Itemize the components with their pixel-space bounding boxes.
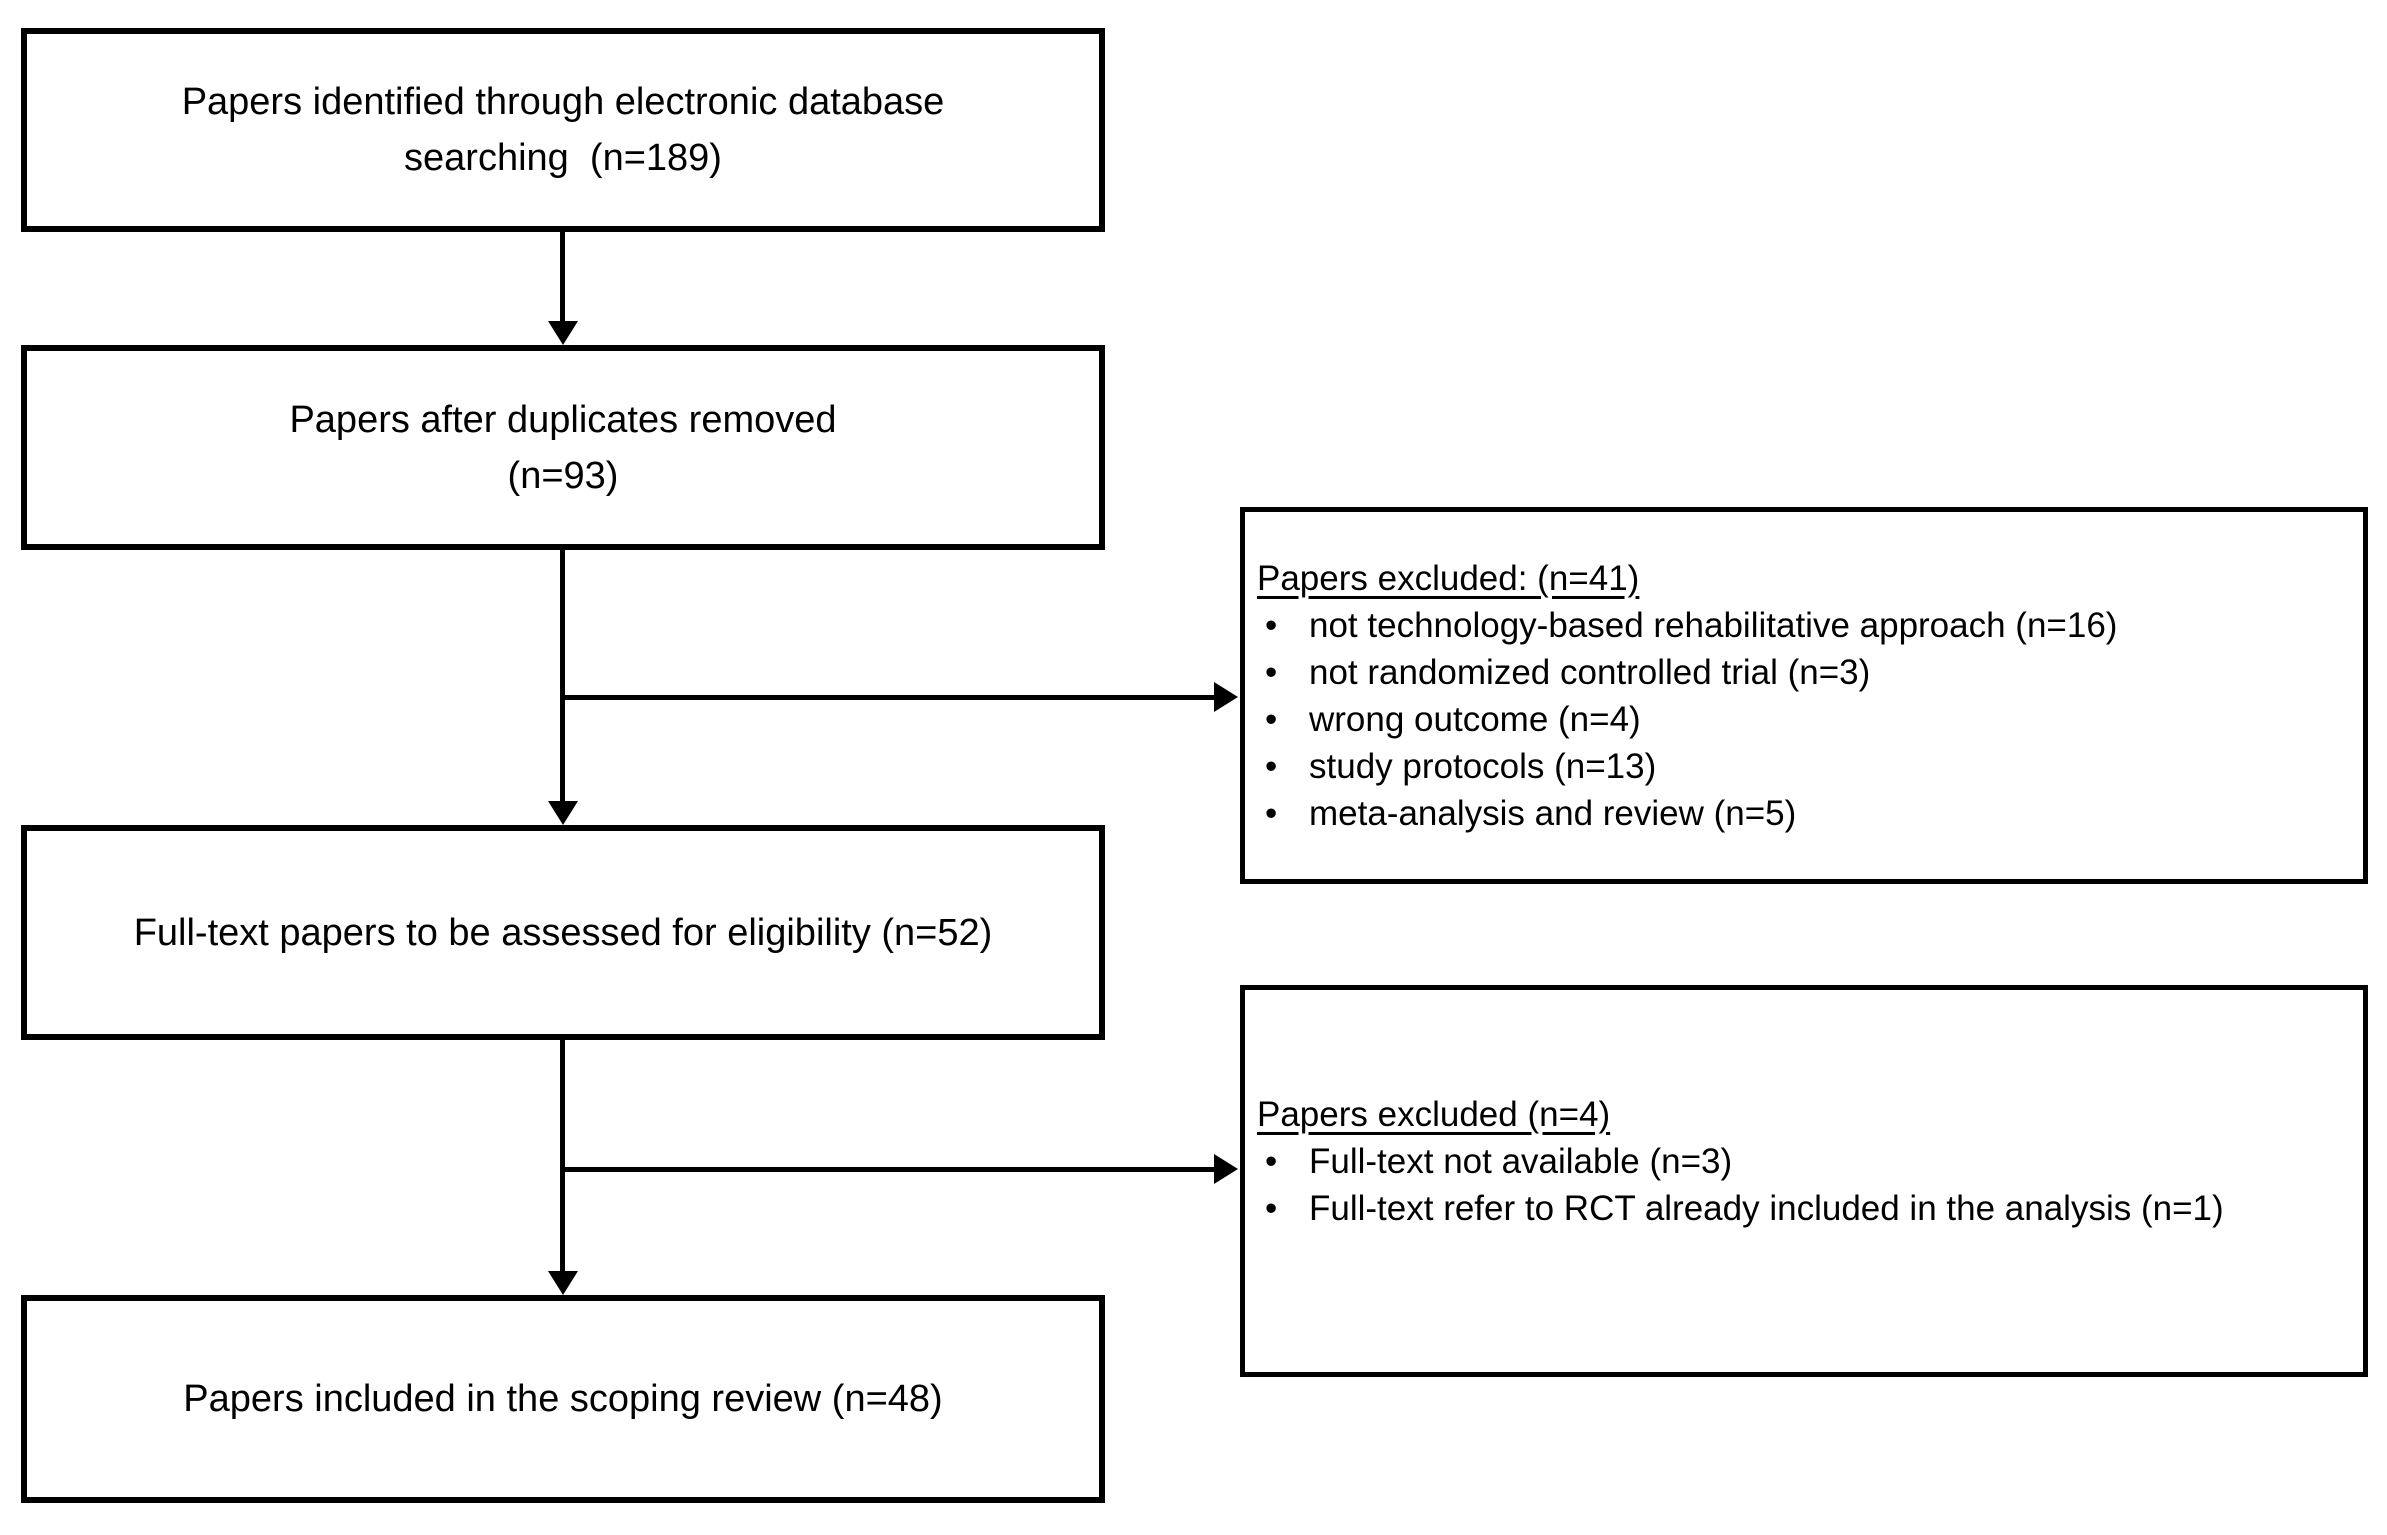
excluded-first-heading: Papers excluded: (n=41)	[1257, 558, 1640, 598]
bullet-item: meta-analysis and review (n=5)	[1257, 790, 2353, 837]
flow-box-excluded-first-screening: Papers excluded: (n=41) not technology-b…	[1240, 507, 2368, 884]
flow-box-text-line: searching (n=189)	[404, 137, 722, 179]
flow-box-text-line: Full-text papers to be assessed for elig…	[133, 911, 993, 954]
flow-box-text-line: (n=93)	[507, 454, 619, 497]
bullet-item: study protocols (n=13)	[1257, 743, 2353, 790]
excluded-fulltext-bullet-list: Full-text not available (n=3) Full-text …	[1257, 1138, 2353, 1232]
excluded-first-bullet-list: not technology-based rehabilitative appr…	[1257, 602, 2353, 837]
bullet-item: Full-text not available (n=3)	[1257, 1138, 2353, 1185]
flow-box-text-line: Papers included in the scoping review (n…	[183, 1378, 943, 1420]
bullet-item: not randomized controlled trial (n=3)	[1257, 649, 2353, 696]
arrowhead-down-icon	[548, 801, 578, 825]
bullet-item: not technology-based rehabilitative appr…	[1257, 602, 2353, 649]
arrow-line-fulltext-to-included	[560, 1040, 565, 1271]
excluded-first-content: Papers excluded: (n=41) not technology-b…	[1245, 512, 2363, 879]
arrowhead-down-icon	[548, 321, 578, 345]
flow-box-papers-identified: Papers identified through electronic dat…	[21, 28, 1105, 232]
arrowhead-right-icon	[1214, 1154, 1238, 1184]
arrow-line-identified-to-duplicates	[560, 232, 565, 321]
bullet-item: wrong outcome (n=4)	[1257, 696, 2353, 743]
flow-box-papers-included: Papers included in the scoping review (n…	[21, 1295, 1105, 1503]
bullet-item: Full-text refer to RCT already included …	[1257, 1185, 2353, 1232]
arrowhead-down-icon	[548, 1271, 578, 1295]
arrowhead-right-icon	[1214, 682, 1238, 712]
excluded-fulltext-content: Papers excluded (n=4) Full-text not avai…	[1245, 990, 2363, 1372]
arrow-line-branch-to-excluded-fulltext	[563, 1167, 1214, 1172]
excluded-fulltext-heading: Papers excluded (n=4)	[1257, 1094, 1611, 1134]
flow-box-text-line: Papers after duplicates removed	[289, 398, 837, 441]
arrow-line-duplicates-to-fulltext	[560, 550, 565, 801]
flow-box-excluded-fulltext: Papers excluded (n=4) Full-text not avai…	[1240, 985, 2368, 1377]
arrow-line-branch-to-excluded-first	[563, 695, 1214, 700]
flow-box-fulltext-assessed: Full-text papers to be assessed for elig…	[21, 825, 1105, 1040]
flow-box-duplicates-removed: Papers after duplicates removed (n=93)	[21, 345, 1105, 550]
flow-box-text-line: Papers identified through electronic dat…	[181, 81, 945, 123]
